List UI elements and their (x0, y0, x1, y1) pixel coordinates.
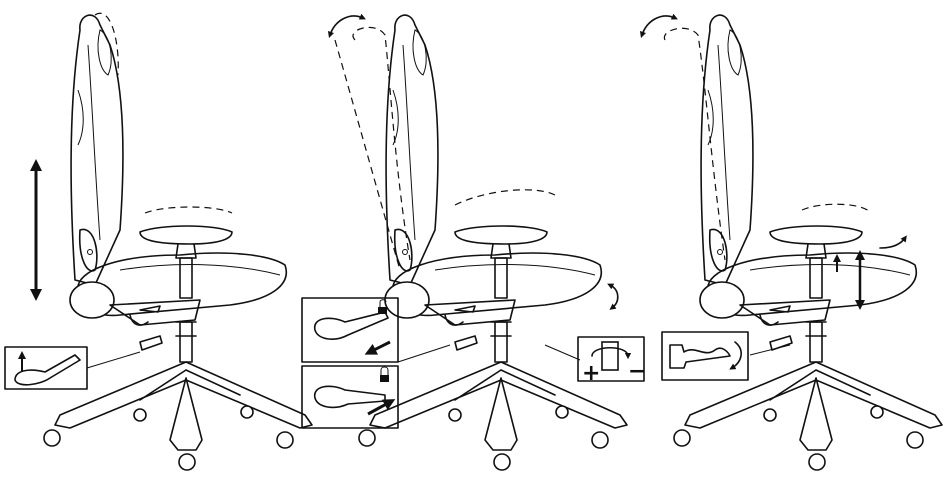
plus-symbol: + (582, 361, 600, 386)
minus-symbol: − (628, 359, 646, 384)
lever-icon (314, 385, 386, 409)
lever-inset (4, 346, 141, 390)
lever-icon (669, 344, 731, 369)
reclined-backrest-outline (352, 26, 411, 261)
rotate-arrow-icon (591, 346, 632, 360)
push-arrow-icon (367, 399, 396, 416)
panel-armrest-adjust (639, 13, 943, 471)
pull-arrow-icon (364, 340, 391, 355)
seat-tilt-arrow-icon (607, 283, 619, 310)
chair-drawing (43, 14, 313, 471)
rotate-arrow-icon (729, 341, 742, 370)
tension-knob-inset: + − (577, 336, 646, 386)
reclined-backrest-outline (663, 27, 726, 261)
unlock-inset (301, 297, 399, 363)
lock-icon (380, 366, 389, 382)
reclined-armrest-outline (454, 189, 556, 206)
armrest-rotate-arrow-icon (879, 235, 907, 249)
lock-inset (301, 365, 399, 429)
raised-armrest-outline (801, 203, 871, 213)
tilt-lever-inset (661, 331, 749, 381)
chair-drawing (358, 14, 628, 471)
raised-armrest-outline (144, 206, 233, 214)
panel-height-adjust (4, 12, 313, 471)
lever-icon (14, 354, 81, 386)
lever-icon (314, 311, 389, 340)
raised-headrest-outline (94, 12, 119, 76)
knob-icon (601, 341, 619, 371)
tilt-arrow-icon (327, 13, 366, 39)
reclined-backrest-outline-2 (334, 39, 401, 271)
panel-recline-lock (327, 13, 628, 471)
unlock-icon (378, 299, 387, 314)
tilt-arrow-icon (639, 13, 678, 39)
